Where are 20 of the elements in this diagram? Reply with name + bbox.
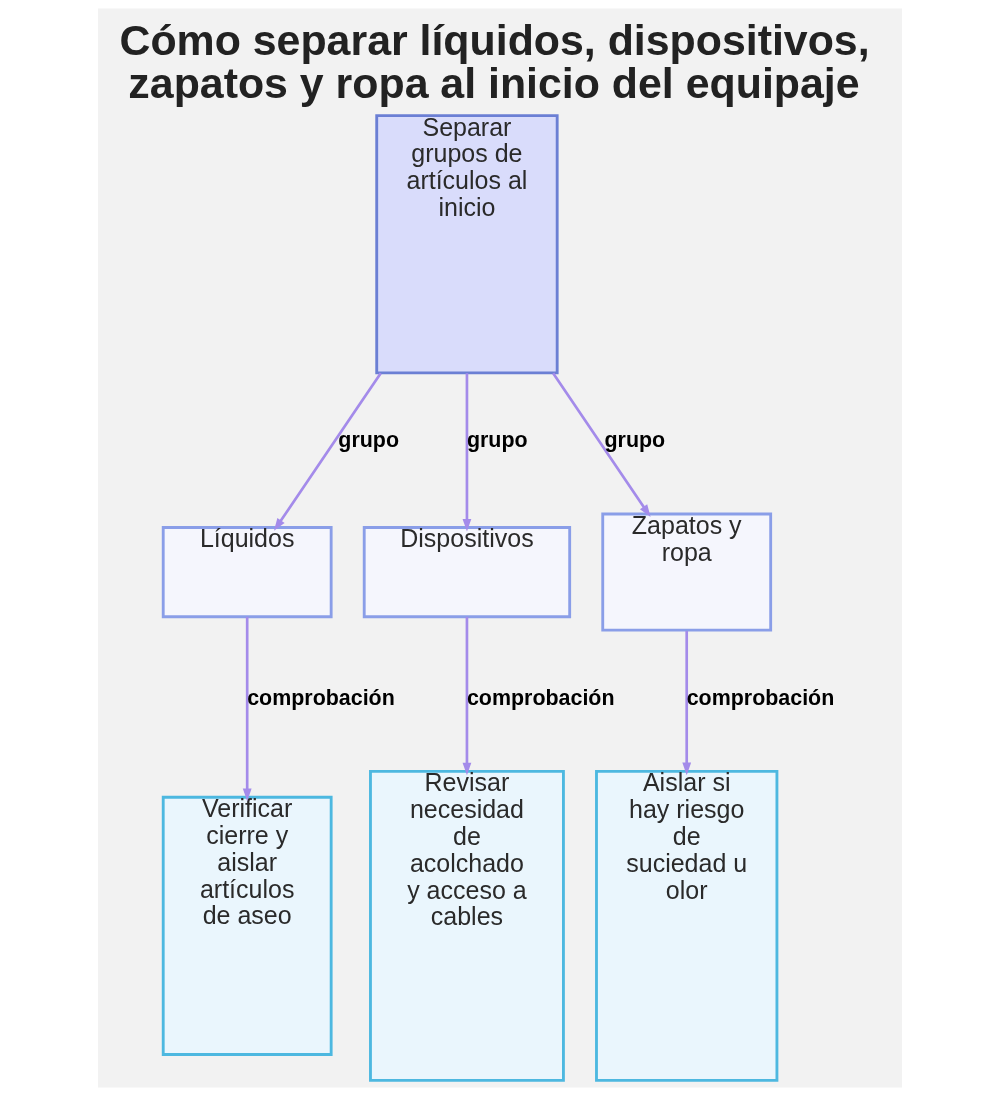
node-box: Revisar necesidad de acolchado y acceso a cables [369, 769, 565, 1082]
arrow [462, 616, 472, 776]
arrow [462, 373, 472, 532]
node-box: Aislar si hay riesgo de suciedad u olor [595, 769, 779, 1082]
node-box: Separar grupos de artículos al inicio [375, 114, 559, 375]
edge-label: comprobación [247, 685, 395, 710]
arrow [274, 372, 382, 531]
edge-label: grupo [604, 428, 666, 453]
arrow [242, 616, 252, 802]
diagram-title: Cómo separar líquidos, dispositivos, zapatos y ropa al inicio del equipaje [119, 16, 870, 108]
node-box: Verificar cierre y aislar artículos de aseo [161, 795, 333, 1056]
arrow [552, 372, 651, 518]
arrow [682, 630, 692, 776]
edge-label: grupo [338, 428, 399, 453]
node-box: Dispositivos [362, 526, 572, 619]
edge-label: comprobación [686, 685, 835, 710]
node-box: Zapatos y ropa [601, 512, 773, 632]
node-box: Líquidos [161, 526, 333, 619]
edge-label: grupo [466, 428, 528, 453]
edge-label: comprobación [466, 685, 615, 710]
